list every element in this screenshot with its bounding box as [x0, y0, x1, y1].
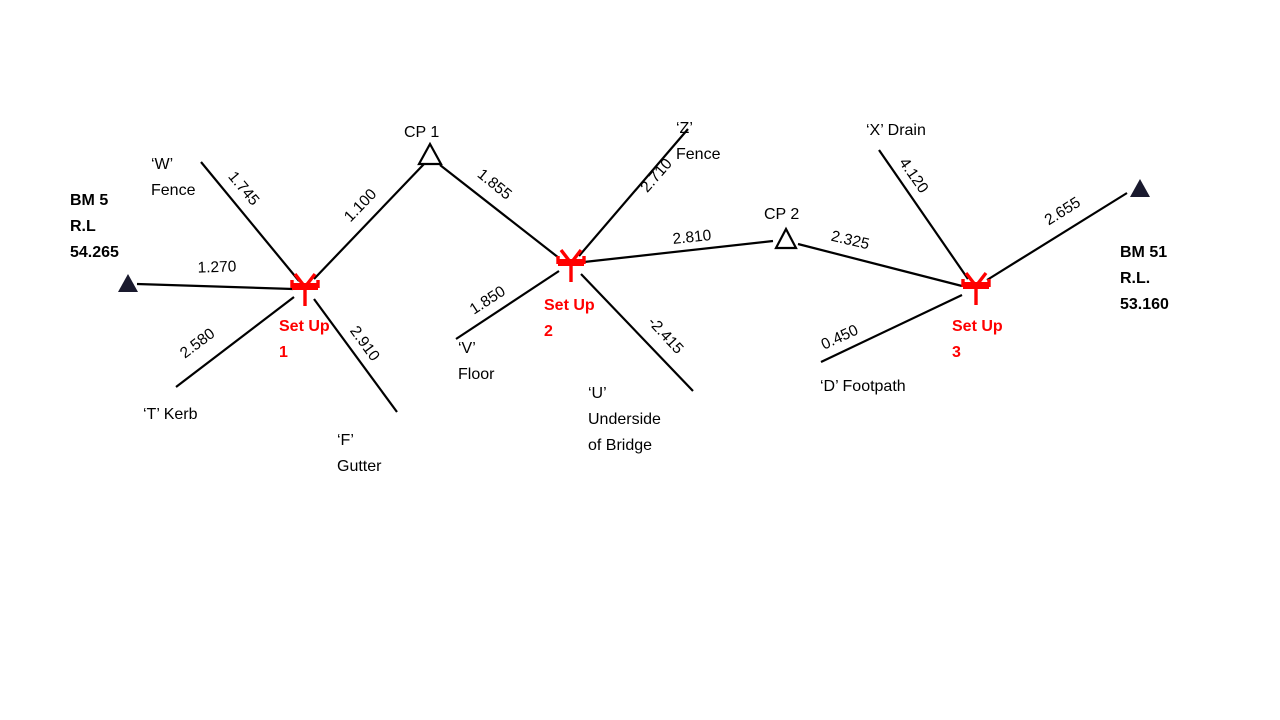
level-instrument-icon-setup2 — [556, 248, 586, 282]
setup3-label: Set Up 3 — [952, 318, 1003, 361]
sight-line-setup2-zfence — [578, 128, 689, 257]
level-instrument-icon-setup3 — [961, 271, 991, 305]
sight-line-cp1-setup2 — [439, 164, 560, 259]
d-footpath-label: ‘D’ Footpath — [820, 378, 906, 395]
u-bridge-label: ‘U’ Underside of Bridge — [588, 385, 661, 454]
x-drain-label: ‘X’ Drain — [866, 122, 926, 139]
level-instrument-icon-setup1 — [290, 272, 320, 306]
benchmark-triangle-bm5 — [118, 274, 138, 292]
cp1-label: CP 1 — [404, 124, 440, 141]
setup1-label: Set Up 1 — [279, 318, 330, 361]
sight-line-setup3-dfootpath — [820, 294, 963, 363]
sight-line-setup2-ubridge — [580, 273, 694, 392]
reading-bm5-setup1: 1.270 — [197, 258, 237, 277]
sight-line-setup3-bm51 — [986, 192, 1128, 281]
bm51-label: BM 51 R.L. 53.160 — [1120, 244, 1169, 313]
f-gutter-label: ‘F’ Gutter — [337, 432, 382, 475]
t-kerb-label: ‘T’ Kerb — [143, 406, 198, 423]
cp2-label: CP 2 — [764, 206, 800, 223]
sight-line-setup1-wfence — [200, 161, 300, 282]
bm5-label: BM 5 R.L 54.265 — [70, 192, 119, 261]
sight-line-setup2-vfloor — [455, 270, 560, 340]
w-fence-label: ‘W’ Fence — [151, 156, 196, 199]
setup2-label: Set Up 2 — [544, 297, 595, 340]
sight-line-bm5-setup1 — [136, 282, 294, 291]
change-point-triangle-cp1 — [417, 141, 443, 166]
sight-line-setup1-fgutter — [313, 298, 398, 413]
z-fence-label: ‘Z’ Fence — [676, 120, 721, 163]
sight-line-cp2-setup3 — [797, 242, 963, 288]
benchmark-triangle-bm51 — [1130, 179, 1150, 197]
v-floor-label: ‘V’ Floor — [458, 340, 495, 383]
sight-line-setup1-cp1 — [313, 163, 425, 280]
sight-line-setup1-tkerb — [175, 296, 295, 388]
change-point-triangle-cp2 — [774, 226, 798, 250]
sight-line-setup3-xdrain — [878, 149, 969, 280]
sight-line-setup2-cp2 — [583, 239, 774, 264]
